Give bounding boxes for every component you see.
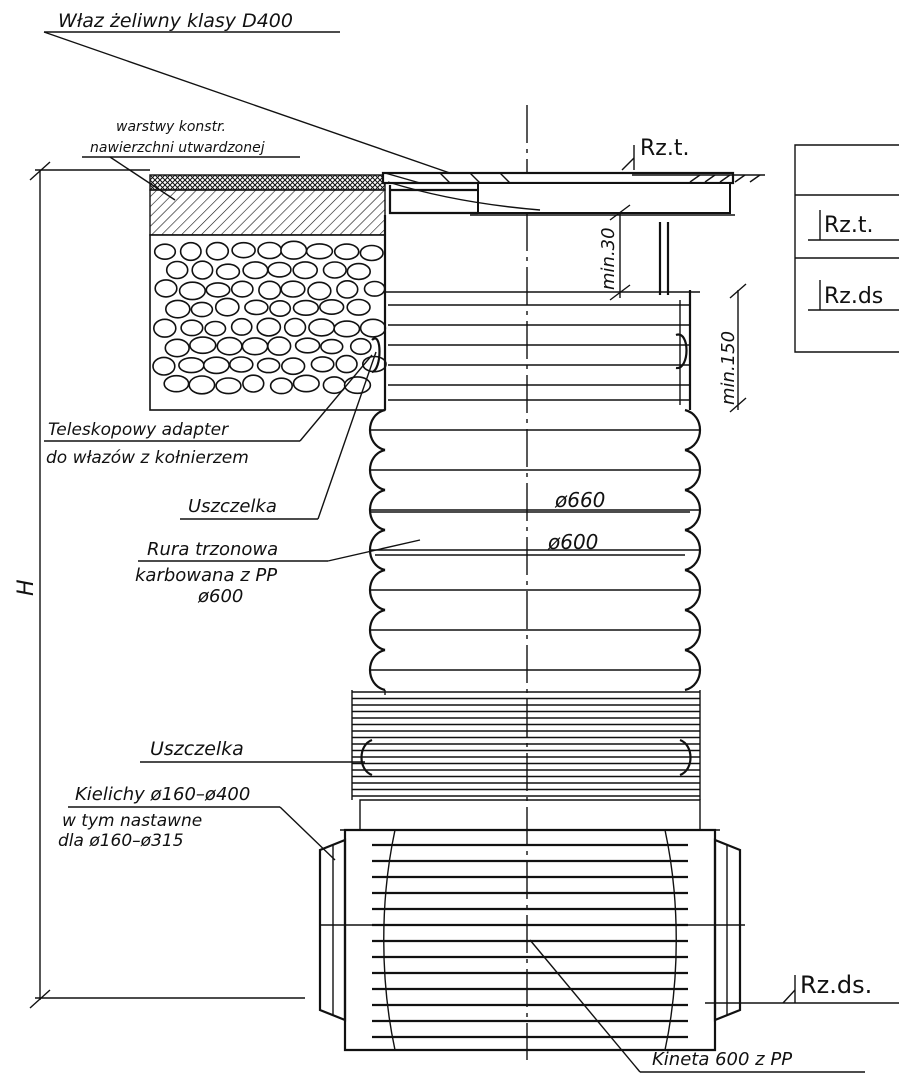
adapter-label-line2: do włazów z kołnierzem [46,448,249,468]
sockets-leader [279,806,336,861]
dimension-min150: min.150 [718,283,747,413]
gravel-backfill [152,240,387,395]
manhole-cover-label: Właz żeliwny klasy D400 [58,10,293,32]
upper-seal-label: Uszczelka [188,496,277,517]
manhole-cover [381,171,735,216]
dimension-min30-label: min.30 [598,227,619,290]
base-leader [529,939,641,1073]
lower-seal-label: Uszczelka [150,738,244,760]
adapter-leader [299,354,373,442]
bottom-level-marker: Rz.ds. [705,971,899,1004]
base-unit-ribs [372,843,688,1039]
legend-bottom-label: Rz.ds [824,284,883,309]
base-label: Kineta 600 z PP [652,1049,792,1070]
sockets-label-line3: dla ø160–ø315 [58,831,184,851]
pavement-layers-label-line1: warstwy konstr. [116,119,226,135]
height-dimension: H [14,161,305,1009]
terrain-level-marker: Rz.t. [621,136,765,183]
outer-diameter-label: ø660 [554,488,605,512]
inner-diameter-label: ø600 [547,530,598,554]
level-legend-box: Rz.t. Rz.ds [794,144,899,353]
shaft-pipe-leader [327,539,421,562]
shaft-pipe-label-line3: ø600 [197,586,243,607]
telescopic-adapter [371,215,700,410]
dimension-min150-label: min.150 [718,331,739,405]
bottom-level-label: Rz.ds. [800,971,872,999]
shaft-pipe-label-line2: karbowana z PP [135,565,277,586]
adapter-label-line1: Teleskopowy adapter [48,420,229,440]
corrugated-shaft-pipe [351,408,701,831]
height-dimension-label: H [14,579,39,596]
terrain-level-label: Rz.t. [640,136,689,161]
dimension-min30: min.30 [598,204,631,301]
upper-seal-leader [317,351,377,520]
legend-terrain-label: Rz.t. [824,213,873,238]
shaft-pipe-label-line1: Rura trzonowa [147,539,278,560]
sockets-label-line1: Kielichy ø160–ø400 [75,784,250,805]
pavement-layers-label-line2: nawierzchni utwardzonej [90,140,265,156]
sockets-label-line2: w tym nastawne [62,811,202,831]
manhole-cover-leader [43,31,471,181]
